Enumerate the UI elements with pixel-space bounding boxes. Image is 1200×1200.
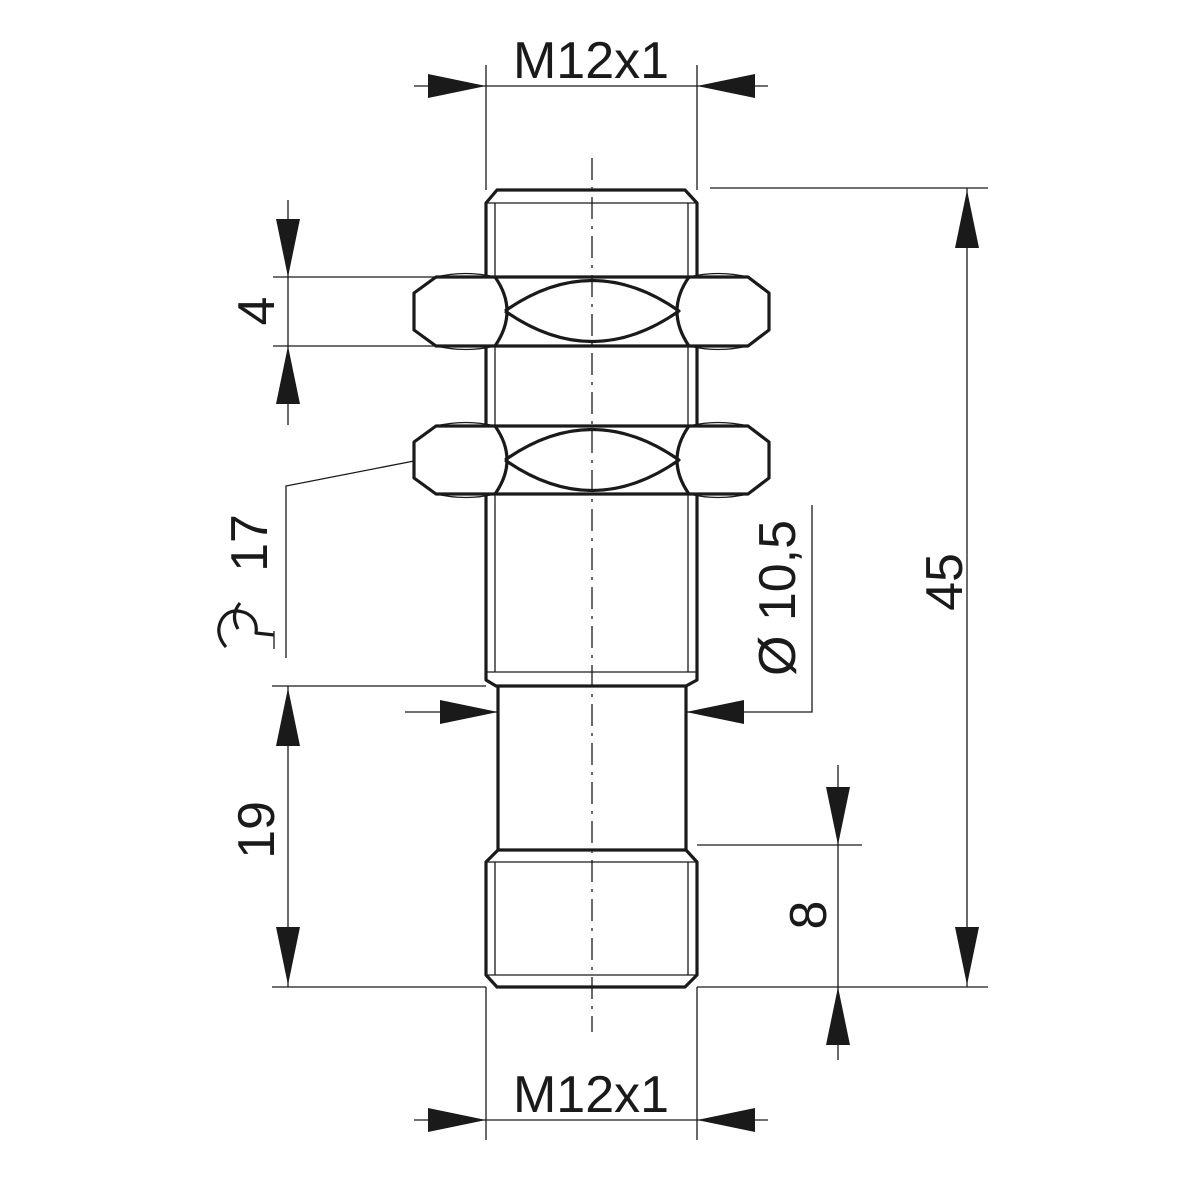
dim-lower-length: 19 — [228, 685, 486, 988]
dim-diameter: Ø 10,5 — [405, 505, 813, 724]
nut-thickness-label: 4 — [228, 297, 286, 326]
dim-wrench-size: 17 — [217, 460, 415, 658]
wrench-size-label: 17 — [221, 514, 279, 572]
wrench-size-icon — [217, 601, 275, 649]
thread-length-label: 8 — [780, 901, 838, 930]
lower-length-label: 19 — [228, 801, 286, 859]
dim-thread-bottom: M12x1 — [414, 987, 768, 1140]
thread-bottom-label: M12x1 — [513, 1066, 669, 1124]
dim-thread-top: M12x1 — [414, 32, 768, 190]
total-length-label: 45 — [916, 553, 974, 611]
thread-top-label: M12x1 — [513, 32, 669, 90]
dim-total-length: 45 — [697, 187, 988, 988]
dim-nut-thickness: 4 — [228, 200, 436, 425]
upper-nut — [412, 272, 771, 351]
diameter-label: Ø 10,5 — [749, 520, 807, 676]
dim-thread-length: 8 — [697, 765, 862, 1060]
